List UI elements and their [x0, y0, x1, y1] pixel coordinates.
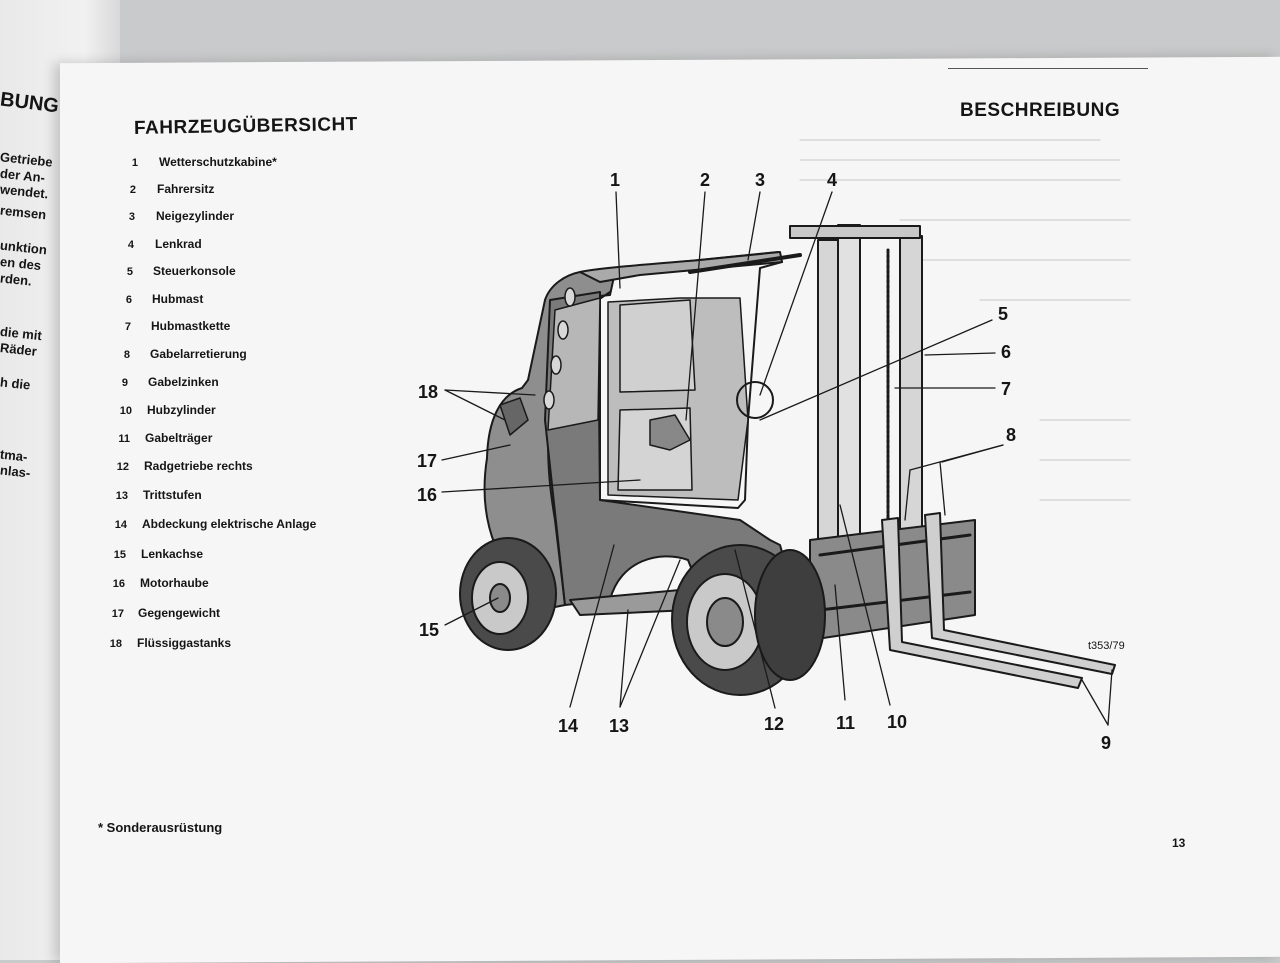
legend-number: 13	[115, 490, 128, 502]
steering-wheel	[736, 381, 774, 419]
callout-number: 2	[700, 170, 711, 190]
callout-number: 11	[836, 713, 856, 733]
callout-number: 9	[1101, 733, 1112, 753]
legend-label: Motorhaube	[140, 576, 209, 590]
gas-tanks	[499, 397, 529, 436]
page-number: 13	[1172, 836, 1186, 850]
tilt-cylinder	[688, 253, 802, 274]
callout-leaders	[441, 191, 1113, 726]
cab-window-door	[619, 299, 696, 393]
callout-number: 17	[417, 451, 438, 471]
legend-label: Steuerkonsole	[153, 264, 236, 278]
bleed-through-lines	[799, 139, 1131, 501]
legend-label: Abdeckung elektrische Anlage	[142, 517, 317, 531]
legend-label: Fahrersitz	[157, 182, 215, 196]
callout-number: 5	[998, 304, 1009, 324]
cab-roof	[579, 251, 783, 283]
legend-label: Neigezylinder	[156, 209, 235, 223]
legend-label: Trittstufen	[143, 488, 202, 502]
legend-number: 16	[112, 578, 125, 590]
fork-tine-right	[924, 512, 1116, 675]
legend-label: Hubzylinder	[147, 403, 216, 417]
seat	[649, 414, 691, 451]
legend-label: Wetterschutzkabine*	[159, 155, 277, 169]
callout-number: 6	[1001, 342, 1012, 362]
callout-number: 8	[1006, 425, 1017, 445]
legend-label: Gabelträger	[145, 431, 213, 445]
rear-wheel	[459, 537, 557, 651]
legend-label: Flüssiggastanks	[137, 636, 232, 650]
fork-tine-left	[881, 517, 1083, 689]
legend-number: 4	[127, 239, 134, 251]
callout-number: 10	[887, 712, 908, 732]
callout-number: 13	[609, 716, 630, 736]
legend-number: 9	[121, 377, 128, 389]
section-title: BESCHREIBUNG	[960, 100, 1121, 121]
body-side	[544, 291, 801, 606]
legend-label: Gabelarretierung	[150, 347, 247, 361]
figure-code: t353/79	[1088, 640, 1125, 652]
legend-label: Gegengewicht	[138, 606, 221, 620]
callout-number: 12	[764, 714, 785, 734]
legend-number: 5	[126, 266, 133, 278]
legend-label: Hubmastkette	[151, 319, 231, 333]
legend-number: 10	[119, 405, 132, 417]
legend-label: Lenkrad	[155, 237, 202, 251]
legend-number: 1	[131, 157, 138, 169]
legend-number: 11	[118, 433, 130, 445]
legend-number: 7	[124, 321, 131, 333]
callout-number: 15	[419, 620, 440, 640]
front-wheel	[671, 544, 826, 696]
legend-number: 6	[125, 294, 132, 306]
legend-number: 15	[113, 549, 126, 561]
callout-number: 16	[417, 485, 438, 505]
mast-top-bar	[789, 225, 921, 239]
callout-number: 1	[610, 170, 621, 190]
legend-label: Lenkachse	[141, 547, 204, 561]
callout-number: 3	[755, 170, 766, 190]
callout-number: 7	[1001, 379, 1012, 399]
legend-number: 8	[123, 349, 130, 361]
cab-portholes	[543, 287, 576, 410]
callout-number: 18	[418, 382, 439, 402]
footnote: * Sonderausrüstung	[98, 820, 223, 835]
legend-number: 3	[128, 211, 135, 223]
callout-number: 14	[558, 716, 579, 736]
legend-label: Radgetriebe rechts	[144, 459, 253, 473]
legend-number: 17	[111, 608, 124, 620]
legend-number: 12	[116, 461, 129, 473]
legend-label: Hubmast	[152, 292, 204, 306]
legend-label: Gabelzinken	[148, 375, 219, 389]
legend-number: 18	[109, 638, 122, 650]
legend-number: 2	[129, 184, 136, 196]
legend-number: 14	[114, 519, 127, 531]
header-rule	[948, 68, 1148, 69]
callout-number: 4	[827, 170, 838, 190]
